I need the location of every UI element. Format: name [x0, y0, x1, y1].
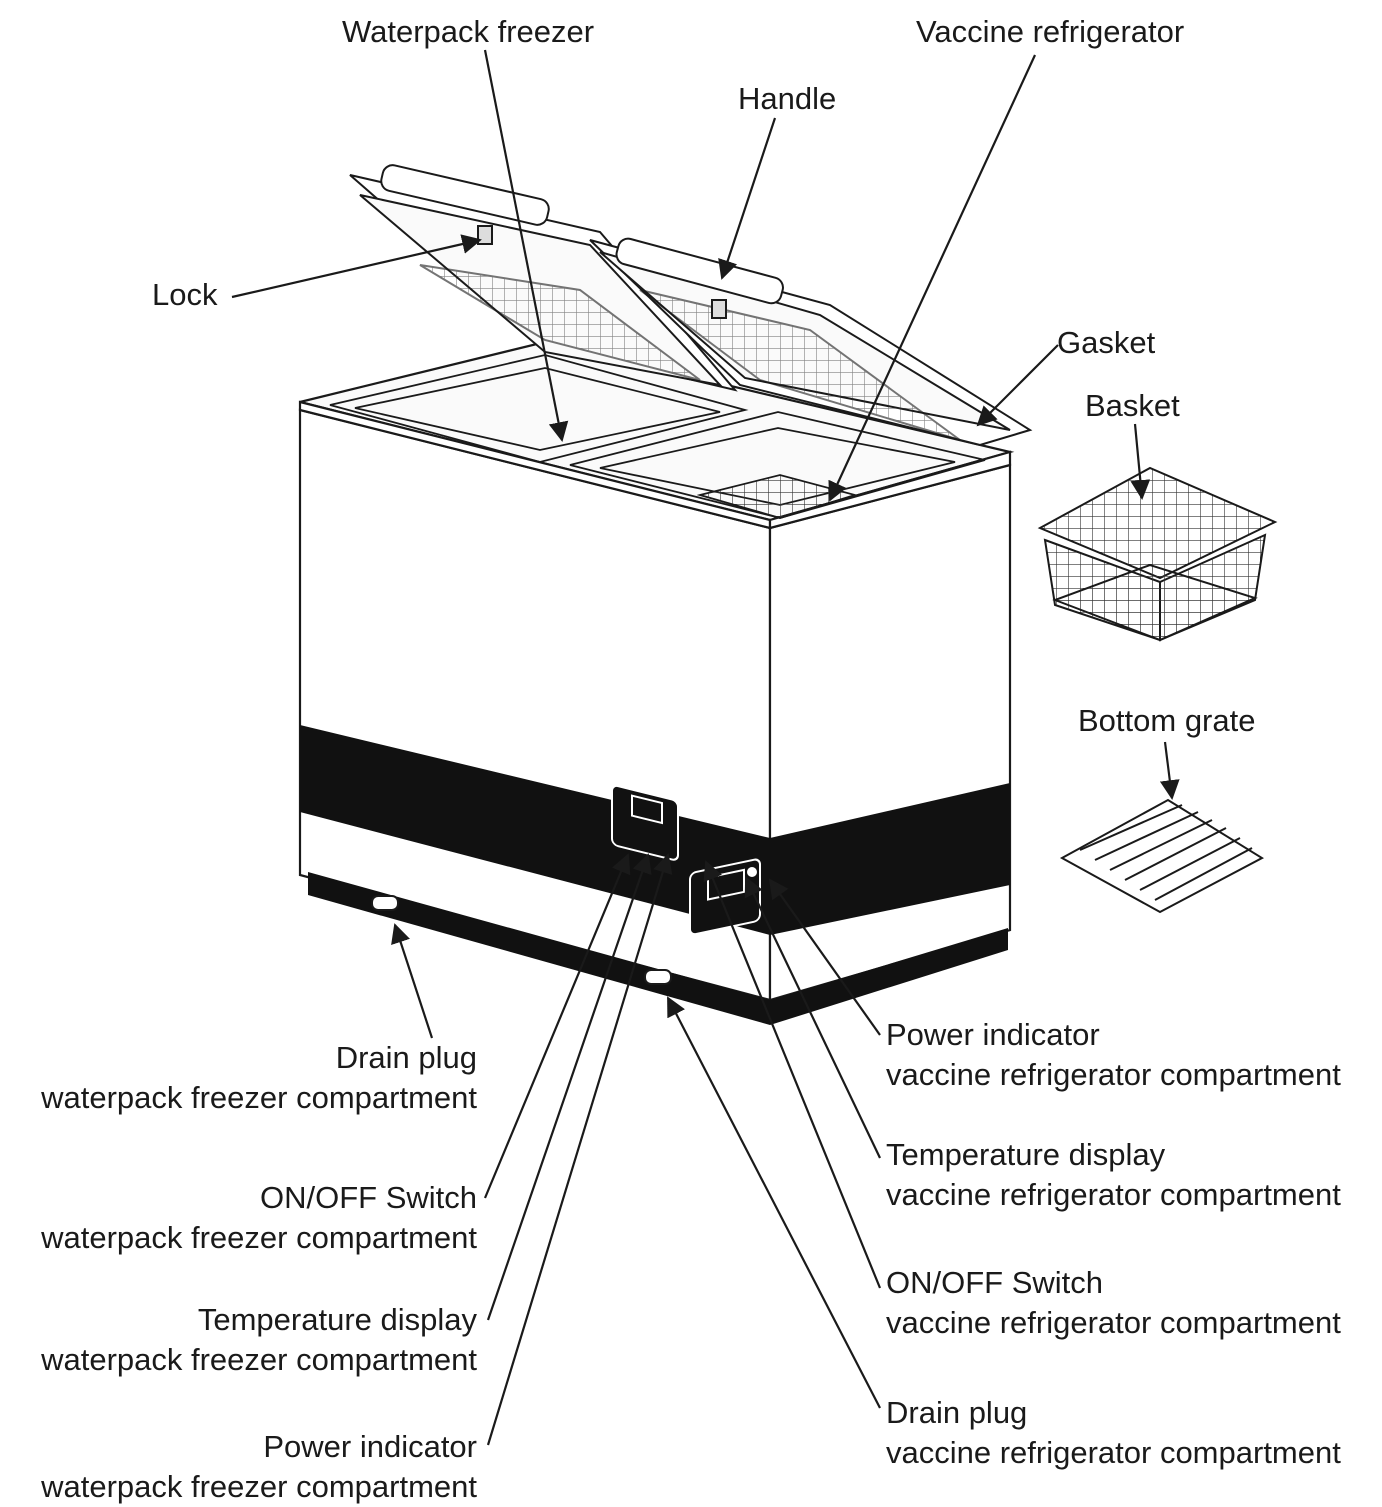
label-line-2: waterpack freezer compartment — [41, 1220, 477, 1255]
label-bottom-grate: Bottom grate — [1078, 703, 1256, 738]
drain-plugs — [371, 895, 672, 985]
label-handle: Handle — [738, 81, 837, 116]
label-line-1: Temperature display — [197, 1302, 477, 1337]
front-band — [300, 725, 1010, 1025]
compartments — [329, 354, 986, 519]
control-panel-freezer — [611, 784, 679, 861]
lids — [349, 164, 1033, 447]
label-waterpack-freezer: Waterpack freezer — [342, 14, 595, 49]
label-line-1: Power indicator — [263, 1429, 477, 1464]
basket-accessory — [1037, 466, 1278, 642]
label-line-2: waterpack freezer compartment — [41, 1342, 477, 1377]
label-switch-freezer: ON/OFF Switch waterpack freezer compartm… — [41, 1178, 477, 1258]
label-line-1: Temperature display — [886, 1137, 1166, 1172]
label-drain-plug-freezer: Drain plug waterpack freezer compartment — [41, 1038, 477, 1118]
leader-lines — [231, 49, 1180, 1446]
label-line-1: Drain plug — [335, 1040, 477, 1075]
bottom-grate-accessory — [1059, 798, 1265, 914]
label-line-2: vaccine refrigerator compartment — [886, 1057, 1341, 1092]
label-gasket: Gasket — [1057, 325, 1156, 360]
label-vaccine-refrigerator: Vaccine refrigerator — [916, 14, 1185, 49]
label-power-freezer: Power indicator waterpack freezer compar… — [41, 1427, 477, 1507]
label-temp-vaccine: Temperature display vaccine refrigerator… — [886, 1135, 1341, 1215]
label-line-2: vaccine refrigerator compartment — [886, 1177, 1341, 1212]
label-lock: Lock — [152, 277, 218, 312]
label-switch-vaccine: ON/OFF Switch vaccine refrigerator compa… — [886, 1263, 1341, 1343]
label-line-2: waterpack freezer compartment — [41, 1080, 477, 1115]
label-line-2: waterpack freezer compartment — [41, 1469, 477, 1504]
label-drain-plug-vaccine: Drain plug vaccine refrigerator compartm… — [886, 1393, 1341, 1473]
label-line-2: vaccine refrigerator compartment — [886, 1305, 1341, 1340]
label-line-1: Power indicator — [886, 1017, 1100, 1052]
label-line-1: ON/OFF Switch — [259, 1180, 477, 1215]
label-line-1: Drain plug — [886, 1395, 1028, 1430]
label-temp-freezer: Temperature display waterpack freezer co… — [41, 1300, 477, 1380]
label-basket: Basket — [1085, 388, 1180, 423]
label-line-2: vaccine refrigerator compartment — [886, 1435, 1341, 1470]
label-line-1: ON/OFF Switch — [886, 1265, 1104, 1300]
label-power-vaccine: Power indicator vaccine refrigerator com… — [886, 1015, 1341, 1095]
